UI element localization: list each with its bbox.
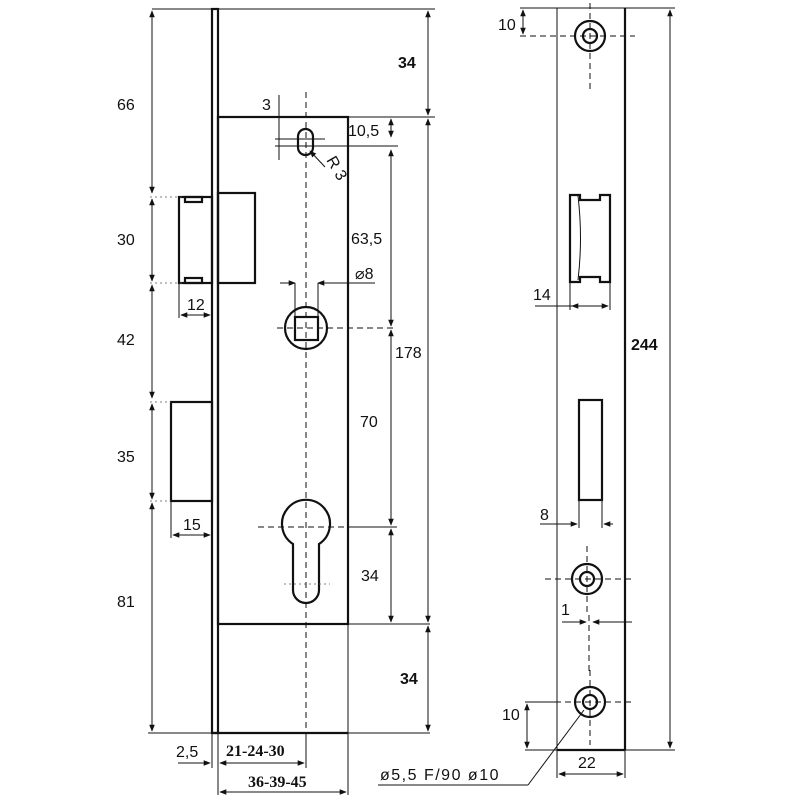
slot-hole [296, 127, 315, 157]
dim-latch-12: 12 [187, 297, 205, 314]
deadbolt [169, 400, 214, 503]
dim-case-depth: 36-39-45 [248, 774, 307, 791]
latch-body [216, 191, 257, 285]
dim-side-1: 1 [561, 602, 570, 619]
dim-bottom-34: 34 [400, 671, 418, 688]
dim-10-5: 10,5 [348, 123, 379, 140]
dim-side-22: 22 [578, 755, 596, 772]
screw-hole-spec: ø5,5 F/90 ø10 [380, 767, 500, 784]
dim-66: 66 [117, 97, 135, 114]
latch [177, 195, 214, 285]
side-faceplate [556, 7, 626, 751]
dim-178: 178 [395, 345, 422, 362]
dim-bolt-15: 15 [183, 517, 201, 534]
dim-backset: 21-24-30 [226, 743, 285, 760]
cylinder-hole [280, 498, 332, 605]
front-dimensions: 66 30 42 35 81 12 15 34 178 34 10,5 63,5… [117, 8, 435, 795]
dim-side-top-10: 10 [498, 17, 516, 34]
dim-42: 42 [117, 332, 135, 349]
dim-2-5: 2,5 [176, 744, 198, 761]
dim-spindle-8: ⌀8 [355, 266, 374, 283]
side-view [520, 3, 635, 752]
dim-30: 30 [117, 232, 135, 249]
dim-cyl-34: 34 [361, 568, 379, 585]
dim-81: 81 [117, 594, 135, 611]
dim-top-34: 34 [398, 55, 416, 72]
side-latch-opening [568, 193, 612, 284]
dim-side-8: 8 [540, 507, 549, 524]
front-view [169, 7, 430, 795]
dim-3: 3 [262, 97, 271, 114]
dim-side-bottom-10: 10 [502, 707, 520, 724]
side-bolt-opening [577, 398, 604, 502]
dim-63-5: 63,5 [351, 231, 382, 248]
dim-244: 244 [631, 337, 658, 354]
middle-screw-hole [570, 562, 604, 596]
dim-side-14: 14 [533, 287, 551, 304]
dim-35: 35 [117, 449, 135, 466]
side-dimensions: 10 244 14 8 1 10 22 [378, 7, 675, 786]
dim-70: 70 [360, 414, 378, 431]
dim-r3: R 3 [323, 154, 350, 184]
